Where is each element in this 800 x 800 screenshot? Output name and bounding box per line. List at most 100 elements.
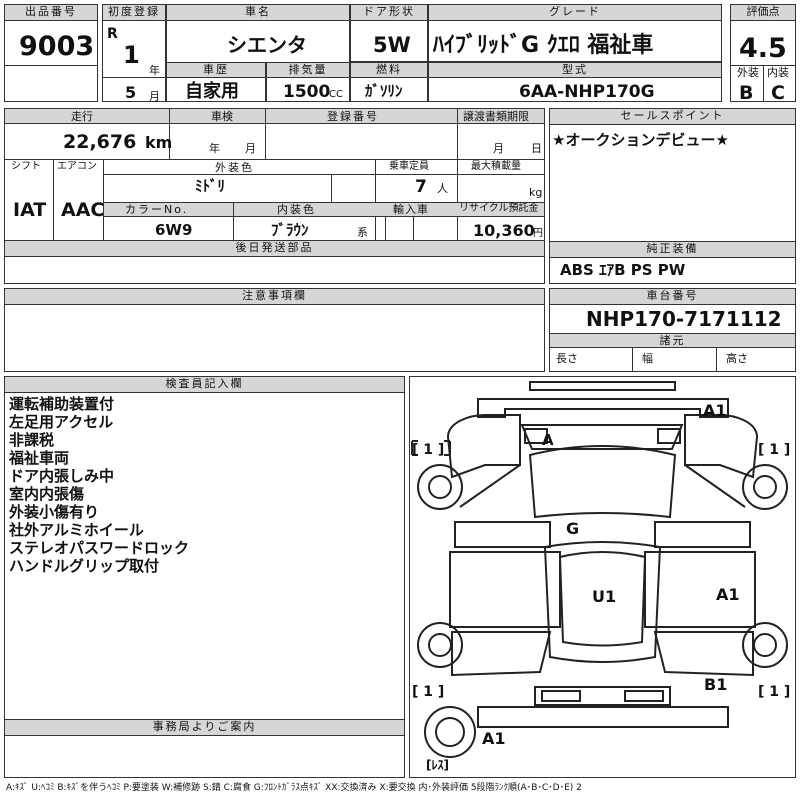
int-label: 内装	[767, 66, 789, 79]
inspector-line: ハンドルグリップ取付	[9, 557, 160, 575]
regno-label: 登録番号	[327, 110, 379, 123]
reg-year: 1	[123, 41, 140, 69]
capacity-unit: 人	[437, 182, 448, 195]
recycle-unit: 円	[533, 228, 543, 239]
ac-value: AAC	[61, 199, 105, 221]
inspector-label: 検査員記入欄	[5, 377, 404, 393]
later-parts-label: 後日発送部品	[5, 241, 544, 257]
month-unit: 月	[149, 90, 160, 103]
interior-label: 内装色	[277, 203, 316, 216]
history-value: 自家用	[185, 81, 239, 102]
fuel-box: 燃料 ｶﾞｿﾘﾝ	[350, 62, 428, 102]
mark-left-rear: A1	[482, 729, 506, 748]
door-box: ドア形状 5W	[350, 4, 428, 62]
interior-color: ﾌﾞﾗｳﾝ	[271, 221, 309, 239]
mark-front-bumper: A1	[703, 401, 727, 420]
ext-grade: B	[739, 82, 754, 104]
height-label: 高さ	[726, 352, 748, 365]
load-unit: kg	[529, 186, 543, 199]
length-label: 長さ	[556, 352, 578, 365]
inspector-box: 検査員記入欄 運転補助装置付 左足用アクセル 非課税 福祉車両 ドア内張しみ中 …	[4, 376, 405, 778]
tire-front-right: [ 1 ]	[758, 442, 791, 458]
model-box: 型式 6AA-NHP170G	[428, 62, 722, 102]
office-label: 事務局よりご案内	[5, 720, 404, 736]
disp-unit: CC	[329, 89, 343, 100]
inspection-label: 車検	[211, 110, 233, 123]
displacement: 1500	[283, 82, 331, 102]
spec-block: 走行 車検 登録番号 譲渡書類期限 22,676 km 年 月 月 日 シフト …	[4, 108, 545, 243]
reg-month: 5	[125, 83, 137, 102]
inspector-line: ステレオパスワードロック	[9, 539, 190, 557]
mark-windshield: A	[542, 431, 554, 449]
score-label: 評価点	[731, 5, 795, 21]
inspector-line: 福祉車両	[9, 449, 70, 467]
fuel-label: 燃料	[351, 63, 427, 78]
spare-tire-label: [ﾚｽ]	[426, 758, 449, 772]
inspector-line: 外装小傷有り	[9, 503, 100, 521]
inspector-line: 社外アルミホイール	[9, 521, 144, 539]
first-registration-box: 初度登録 R 1 年 5 月	[102, 4, 166, 102]
transfer-day-unit: 日	[531, 142, 542, 155]
chassis-label: 車台番号	[550, 289, 795, 305]
recycle-label: リサイクル預託金	[459, 203, 539, 214]
score-value: 4.5	[739, 33, 787, 64]
lot-label: 出品番号	[5, 5, 97, 21]
car-outline-drawing	[411, 381, 788, 758]
tire-rear-right: [ 1 ]	[758, 684, 791, 700]
spec-row2-header	[5, 160, 544, 174]
recycle-value: 10,360	[473, 221, 535, 240]
ext-label: 外装	[737, 66, 759, 79]
color-value: ﾐﾄﾞﾘ	[195, 177, 226, 195]
chassis-box: 車台番号 NHP170-7171112 諸元 長さ 幅 高さ	[549, 288, 796, 372]
grade-box: グレード ﾊｲﾌﾞﾘｯﾄﾞG ｸｴﾛ 福祉車	[428, 4, 722, 62]
lot-number: 9003	[19, 31, 95, 62]
import-label: 輸入車	[393, 203, 429, 216]
later-parts-box: 後日発送部品	[4, 240, 545, 284]
inspector-line: ドア内張しみ中	[9, 467, 115, 485]
damage-diagram: A1 A G U1 A1 B1 A1 [ 1 ] [ 1 ] [ 1 ] [ 1…	[409, 376, 796, 778]
inspector-line: 左足用アクセル	[9, 413, 114, 431]
equipment-value: ABS ｴｱB PS PW	[560, 261, 686, 279]
fuel-value: ｶﾞｿﾘﾝ	[365, 82, 403, 100]
mileage-unit: km	[145, 133, 173, 152]
inspector-line: 室内内張傷	[9, 485, 85, 503]
history-label: 車歴	[167, 63, 265, 78]
tire-rear-left: [ 1 ]	[412, 684, 445, 700]
spec-row1-header	[5, 109, 544, 124]
transfer-label: 譲渡書類期限	[463, 110, 529, 123]
mark-floor: U1	[592, 587, 617, 606]
mark-right-side: A1	[716, 585, 740, 604]
ac-label: エアコン	[57, 161, 97, 172]
door-label: ドア形状	[351, 5, 427, 21]
sales-label: セールスポイント	[550, 109, 795, 125]
transfer-month-unit: 月	[493, 142, 504, 155]
inspector-line: 非課税	[9, 431, 55, 449]
shift-value: IAT	[13, 199, 47, 221]
grade-label: グレード	[429, 5, 721, 21]
equipment-label: 純正装備	[550, 242, 795, 258]
sales-point-box: セールスポイント ★オークションデビュー★ 純正装備 ABS ｴｱB PS PW	[549, 108, 796, 284]
capacity-label: 乗車定員	[389, 161, 429, 172]
colorno-label: カラーNo.	[125, 203, 189, 216]
load-label: 最大積載量	[471, 161, 521, 172]
interior-unit: 系	[357, 226, 368, 239]
model-code: 6AA-NHP170G	[519, 82, 655, 102]
inspector-line: 運転補助装置付	[9, 395, 115, 413]
notes-box: 注意事項欄	[4, 288, 545, 372]
grade-value: ﾊｲﾌﾞﾘｯﾄﾞG ｸｴﾛ 福祉車	[433, 33, 654, 58]
color-number: 6W9	[155, 221, 193, 239]
insp-year-unit: 年	[209, 142, 220, 155]
color-label: 外装色	[215, 161, 254, 174]
door-value: 5W	[373, 33, 411, 57]
width-label: 幅	[642, 352, 653, 365]
chassis-number: NHP170-7171112	[586, 307, 782, 331]
mileage-label: 走行	[71, 110, 93, 123]
spec-label: 諸元	[550, 334, 795, 348]
tire-front-left: [ 1 ]	[412, 442, 445, 458]
year-unit: 年	[149, 64, 160, 77]
name-label: 車名	[167, 5, 349, 21]
sales-text: ★オークションデビュー★	[552, 131, 729, 149]
lot-box: 出品番号 9003	[4, 4, 98, 102]
first-reg-label: 初度登録	[103, 5, 165, 21]
